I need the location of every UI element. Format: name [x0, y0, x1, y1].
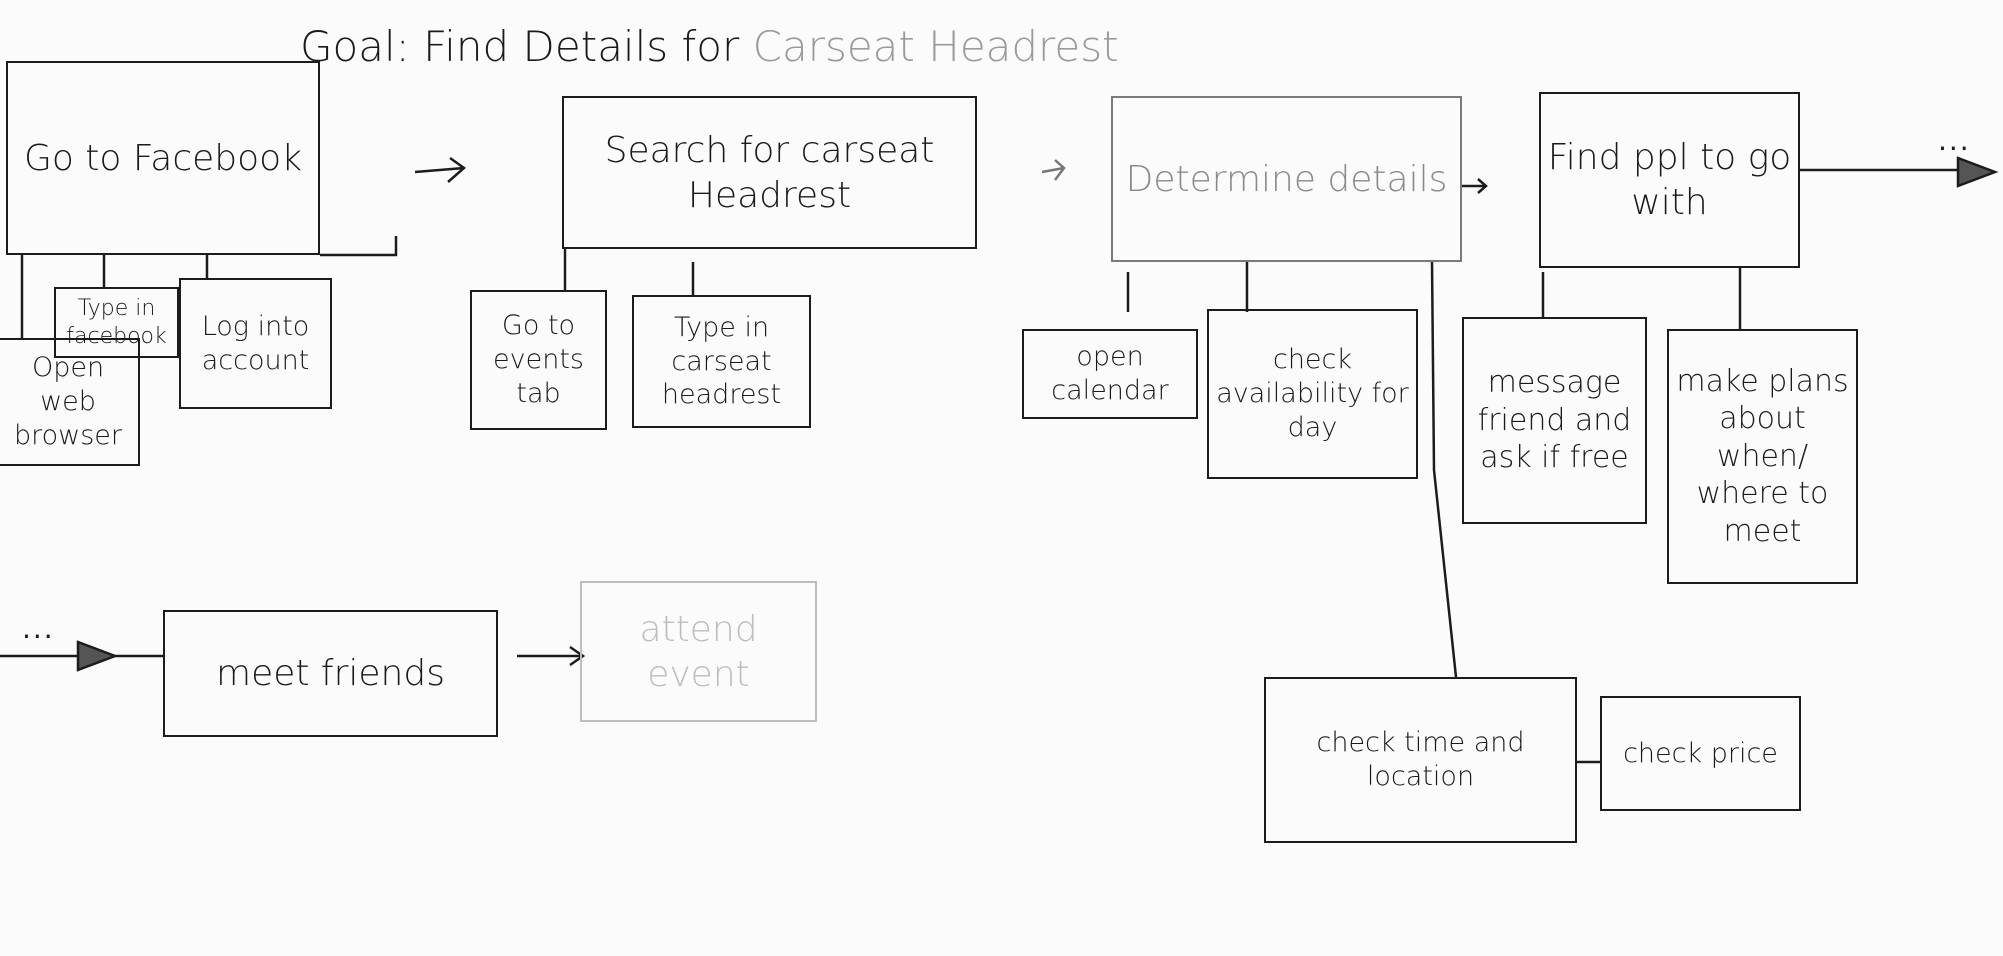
arrow-icon — [1041, 159, 1066, 181]
subtask-make-plans: make plans about when/ where to meet — [1667, 329, 1858, 584]
continuation-dots: ... — [22, 612, 55, 645]
subtask-check-availability: check availability for day — [1207, 309, 1418, 479]
triangle-icon — [1956, 156, 1999, 188]
subtask-open-calendar: open calendar — [1022, 329, 1198, 419]
arrow-icon — [414, 156, 467, 183]
subtask-message-friend: message friend and ask if free — [1462, 317, 1647, 524]
goal-title: Goal: Find Details for Carseat Headrest — [300, 22, 1119, 71]
subtask-type-facebook: Type in facebook — [54, 287, 179, 358]
step-determine-details: Determine details — [1111, 96, 1462, 262]
goal-subject: Carseat Headrest — [752, 22, 1119, 71]
step-search: Search for carseat Headrest — [562, 96, 977, 249]
arrow-icon — [1462, 178, 1488, 194]
triangle-icon — [76, 640, 119, 672]
arrow-icon — [517, 645, 586, 667]
bracket-line — [320, 236, 398, 257]
continuation-dots: ... — [1938, 124, 1971, 157]
step-attend-event: attend event — [580, 581, 817, 722]
subtask-check-price: check price — [1600, 696, 1801, 811]
subtask-log-in: Log into account — [179, 278, 332, 409]
subtask-type-carseat: Type in carseat headrest — [632, 295, 811, 428]
step-meet-friends: meet friends — [163, 610, 498, 737]
connector-line — [1430, 261, 1458, 678]
step-go-to-facebook: Go to Facebook — [6, 61, 320, 255]
goal-prefix: Goal: Find Details for — [300, 22, 740, 71]
step-find-people: Find ppl to go with — [1539, 92, 1800, 268]
subtask-open-browser: Open web browser — [0, 338, 140, 466]
subtask-check-time-location: check time and location — [1264, 677, 1577, 843]
subtask-events-tab: Go to events tab — [470, 290, 607, 430]
